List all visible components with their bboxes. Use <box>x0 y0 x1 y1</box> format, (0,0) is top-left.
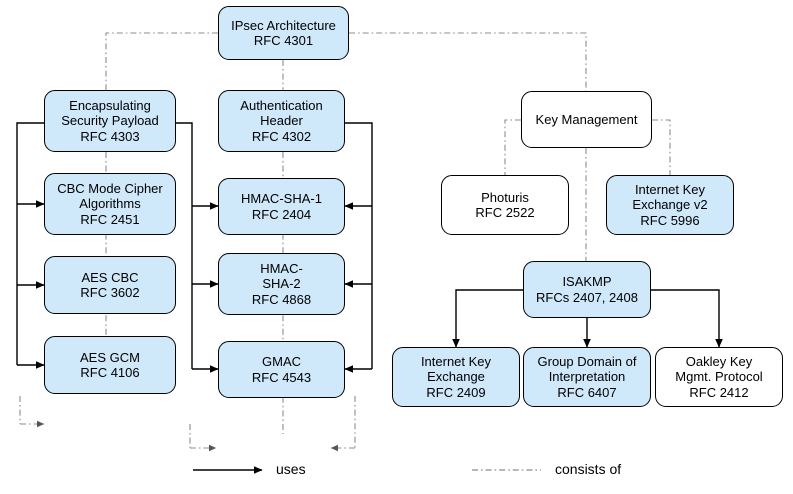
node-line: Oakley Key <box>685 353 753 369</box>
node-line: RFC 2404 <box>251 206 312 222</box>
node-internet-key-exchange[interactable]: Internet Key Exchange RFC 2409 <box>392 347 520 407</box>
node-line: Security Payload <box>61 113 159 129</box>
node-authentication-header[interactable]: Authentication Header RFC 4302 <box>218 90 345 152</box>
edge-ah-bus <box>345 122 373 369</box>
node-line: Mgmt. Protocol <box>675 369 763 385</box>
node-line: RFC 4302 <box>251 128 312 144</box>
node-line: Photuris <box>481 189 529 205</box>
node-line: RFC 2451 <box>80 211 140 227</box>
node-line: RFC 2412 <box>689 384 749 400</box>
node-line: Exchange v2 <box>632 197 708 213</box>
edge-ipsec-to-esp <box>105 32 218 90</box>
node-oakley-key-mgmt-protocol[interactable]: Oakley Key Mgmt. Protocol RFC 2412 <box>655 347 783 407</box>
node-line: RFC 3602 <box>80 285 140 300</box>
edge-ipsec-to-key-management <box>349 32 587 91</box>
node-line: Internet Key <box>420 353 492 369</box>
node-line: RFC 4303 <box>80 128 140 144</box>
node-line: RFC 2409 <box>426 384 486 400</box>
edge-km-to-photuris <box>504 119 521 175</box>
node-ipsec-architecture[interactable]: IPsec Architecture RFC 4301 <box>218 6 349 60</box>
node-line: RFC 5996 <box>640 212 700 228</box>
node-line: RFC 4543 <box>251 369 312 385</box>
node-hmac-sha-1[interactable]: HMAC-SHA-1 RFC 2404 <box>218 178 345 235</box>
edge-isakmp-bus-right <box>651 289 723 348</box>
node-line: RFC 4301 <box>253 33 314 48</box>
node-line: Algorithms <box>79 196 141 212</box>
edge-isakmp-bus-left <box>452 289 523 348</box>
node-line: RFC 4868 <box>251 291 312 307</box>
node-key-management[interactable]: Key Management <box>521 91 652 148</box>
node-hmac-sha-2[interactable]: HMAC- SHA-2 RFC 4868 <box>218 253 345 315</box>
node-photuris[interactable]: Photuris RFC 2522 <box>441 175 569 235</box>
node-internet-key-exchange-v2[interactable]: Internet Key Exchange v2 RFC 5996 <box>606 175 734 235</box>
node-encapsulating-security-payload[interactable]: Encapsulating Security Payload RFC 4303 <box>44 90 176 152</box>
node-line: Key Management <box>535 111 638 127</box>
node-line: GMAC <box>262 354 301 369</box>
node-line: RFC 2522 <box>475 205 535 220</box>
node-line: Internet Key <box>634 181 706 197</box>
legend-consists-of-label: consists of <box>555 461 622 477</box>
node-aes-gcm[interactable]: AES GCM RFC 4106 <box>44 336 176 394</box>
node-line: AES CBC <box>81 269 139 285</box>
edge-esp-bus <box>16 122 176 365</box>
node-line: RFC 6407 <box>557 384 617 400</box>
node-line: Encapsulating <box>69 97 151 113</box>
edge-km-to-ikev2 <box>652 119 671 175</box>
node-line: RFCs 2407, 2408 <box>536 289 638 305</box>
edge-esp-right-bus <box>176 122 193 369</box>
node-isakmp[interactable]: ISAKMP RFCs 2407, 2408 <box>523 261 651 318</box>
node-line: CBC Mode Cipher <box>57 180 163 196</box>
legend-uses-label: uses <box>276 461 306 477</box>
uses-edges <box>16 122 723 373</box>
node-cbc-mode-cipher-algorithms[interactable]: CBC Mode Cipher Algorithms RFC 2451 <box>44 173 176 235</box>
node-line: AES GCM <box>80 349 140 365</box>
node-line: Header <box>260 113 303 129</box>
node-line: Interpretation <box>548 369 626 385</box>
node-gmac[interactable]: GMAC RFC 4543 <box>218 341 345 398</box>
node-line: HMAC-SHA-1 <box>241 191 322 206</box>
node-line: Group Domain of <box>537 353 637 369</box>
node-line: ISAKMP <box>562 274 612 289</box>
node-line: Authentication <box>240 97 323 113</box>
node-line: HMAC- <box>260 260 303 276</box>
node-line: IPsec Architecture <box>231 17 336 33</box>
node-aes-cbc[interactable]: AES CBC RFC 3602 <box>44 256 176 314</box>
node-group-domain-of-interpretation[interactable]: Group Domain of Interpretation RFC 6407 <box>523 347 651 407</box>
node-line: RFC 4106 <box>80 365 140 380</box>
node-line: SHA-2 <box>262 276 301 292</box>
node-line: Exchange <box>427 369 485 385</box>
